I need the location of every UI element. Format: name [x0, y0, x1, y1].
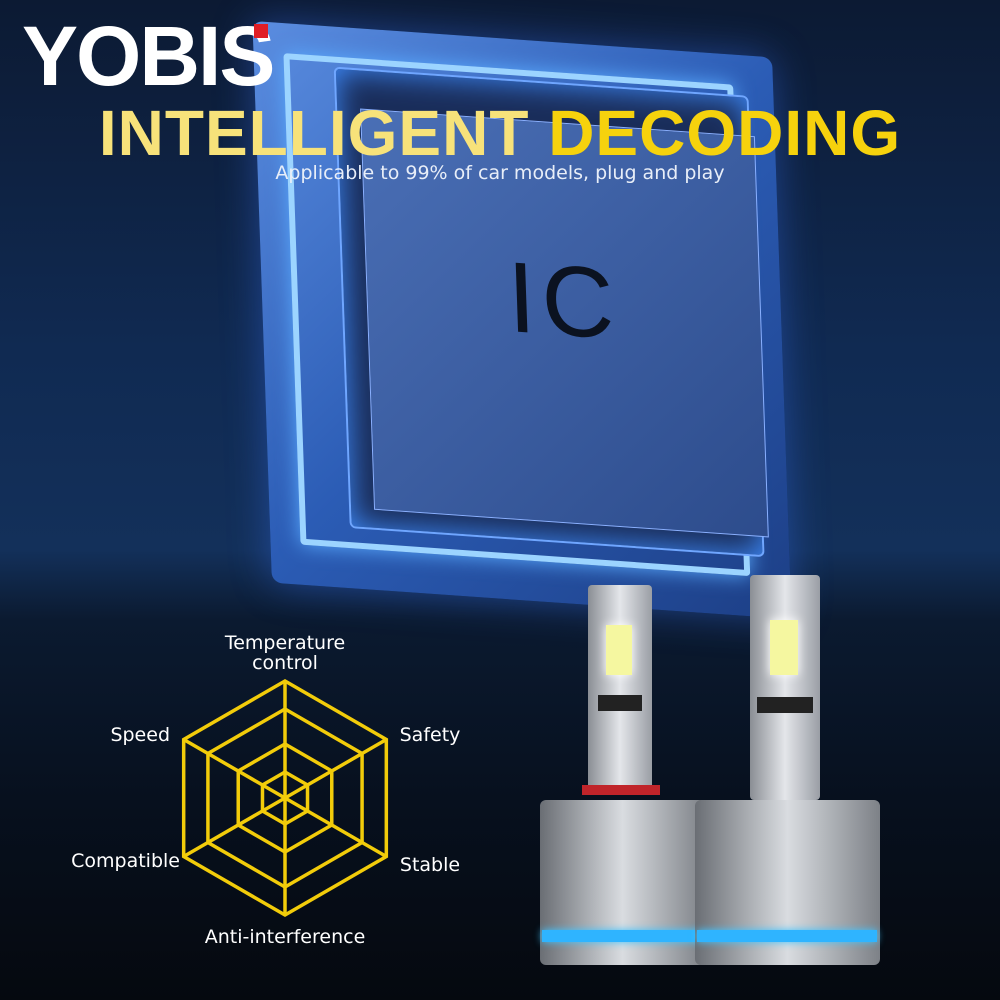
feature-compatible: Compatible — [71, 850, 180, 872]
logo-text: YOBIS — [22, 9, 275, 103]
hexagon-spoke — [284, 737, 388, 800]
feature-safety: Safety — [399, 724, 461, 746]
logo-dot — [254, 24, 268, 38]
title-part2: DECODING — [548, 97, 902, 169]
hexagon-spoke — [284, 796, 388, 859]
hexagon-spoke — [182, 737, 286, 800]
led-bulb-9005 — [540, 585, 710, 965]
subtitle: Applicable to 99% of car models, plug an… — [275, 162, 725, 184]
feature-stable: Stable — [399, 854, 461, 876]
hexagon-spoke — [182, 796, 286, 859]
feature-temperature-control: Temperature control — [224, 632, 346, 674]
led-bulb-h7 — [695, 575, 885, 965]
brand-logo: YOBIS — [22, 14, 275, 98]
page-title: INTELLIGENT DECODING — [0, 96, 1000, 170]
feature-speed: Speed — [110, 724, 170, 746]
feature-anti-interference: Anti-interference — [204, 926, 366, 948]
title-part1: INTELLIGENT — [98, 97, 549, 169]
